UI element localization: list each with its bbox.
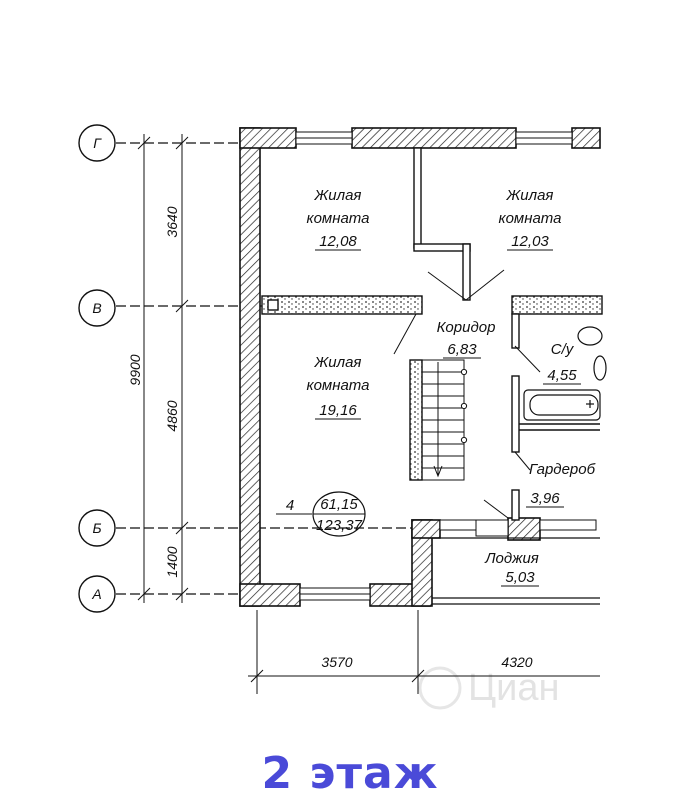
axis-label-v: В bbox=[92, 300, 101, 316]
svg-text:Жилая: Жилая bbox=[314, 187, 362, 204]
dim-seg-mid: 4860 bbox=[164, 400, 180, 431]
door-swings bbox=[393, 269, 541, 519]
axis-label-g: Г bbox=[93, 135, 102, 151]
room-bedroom3: Жилая комната 19,16 bbox=[307, 354, 370, 420]
area-bedroom1: 12,08 bbox=[319, 233, 357, 250]
walls bbox=[239, 127, 601, 607]
area-wardrobe: 3,96 bbox=[530, 490, 560, 507]
room-loggia: Лоджия 5,03 bbox=[484, 550, 539, 587]
svg-text:Коридор: Коридор bbox=[437, 319, 496, 336]
room-wardrobe: Гардероб 3,96 bbox=[526, 461, 596, 508]
area-bedroom2: 12,03 bbox=[511, 233, 549, 250]
area-loggia: 5,03 bbox=[505, 569, 535, 586]
room-bathroom: С/у 4,55 bbox=[543, 341, 581, 385]
toilet-icon bbox=[593, 355, 607, 381]
apartment-living-area: 61,15 bbox=[320, 496, 358, 513]
horizontal-dimensions bbox=[248, 610, 600, 694]
svg-text:Лоджия: Лоджия bbox=[484, 550, 539, 567]
area-bathroom: 4,55 bbox=[547, 367, 577, 384]
svg-text:Циан: Циан bbox=[468, 667, 559, 709]
dim-width-right: 4320 bbox=[501, 654, 532, 670]
svg-text:С/у: С/у bbox=[551, 341, 575, 358]
windows bbox=[295, 131, 597, 601]
staircase bbox=[421, 359, 468, 481]
axis-label-b: Б bbox=[92, 520, 101, 536]
axis-label-a: А bbox=[91, 586, 101, 602]
dim-width-left: 3570 bbox=[321, 654, 352, 670]
watermark: Циан bbox=[418, 666, 559, 710]
room-bedroom1: Жилая комната 12,08 bbox=[307, 187, 370, 251]
dim-seg-top: 3640 bbox=[164, 206, 180, 237]
svg-text:Жилая: Жилая bbox=[314, 354, 362, 371]
svg-text:комната: комната bbox=[307, 377, 370, 394]
room-corridor: Коридор 6,83 bbox=[437, 319, 496, 359]
axis-markers: Г В Б А bbox=[78, 124, 116, 613]
apartment-number: 4 bbox=[286, 497, 294, 514]
dim-seg-bottom: 1400 bbox=[164, 546, 180, 577]
partitions bbox=[261, 147, 603, 521]
area-bedroom3: 19,16 bbox=[319, 402, 357, 419]
plumbing-fixtures bbox=[523, 326, 607, 421]
apartment-total-area: 123,37 bbox=[316, 517, 363, 534]
vertical-dimensions bbox=[137, 134, 189, 603]
svg-text:Гардероб: Гардероб bbox=[529, 461, 596, 478]
room-bedroom2: Жилая комната 12,03 bbox=[499, 187, 562, 251]
svg-text:комната: комната bbox=[307, 210, 370, 227]
floor-plan: Циан Г В Б А 9900 3640 4860 1400 bbox=[78, 124, 607, 710]
loggia-outline bbox=[432, 537, 600, 605]
svg-text:Жилая: Жилая bbox=[506, 187, 554, 204]
apartment-marker: 4 61,15 123,37 bbox=[276, 491, 366, 537]
axis-lines bbox=[116, 142, 420, 595]
dim-total-vertical: 9900 bbox=[127, 354, 143, 385]
svg-text:комната: комната bbox=[499, 210, 562, 227]
sink-icon bbox=[577, 326, 603, 346]
area-corridor: 6,83 bbox=[447, 341, 477, 358]
floor-label: 2 этаж bbox=[261, 748, 439, 799]
